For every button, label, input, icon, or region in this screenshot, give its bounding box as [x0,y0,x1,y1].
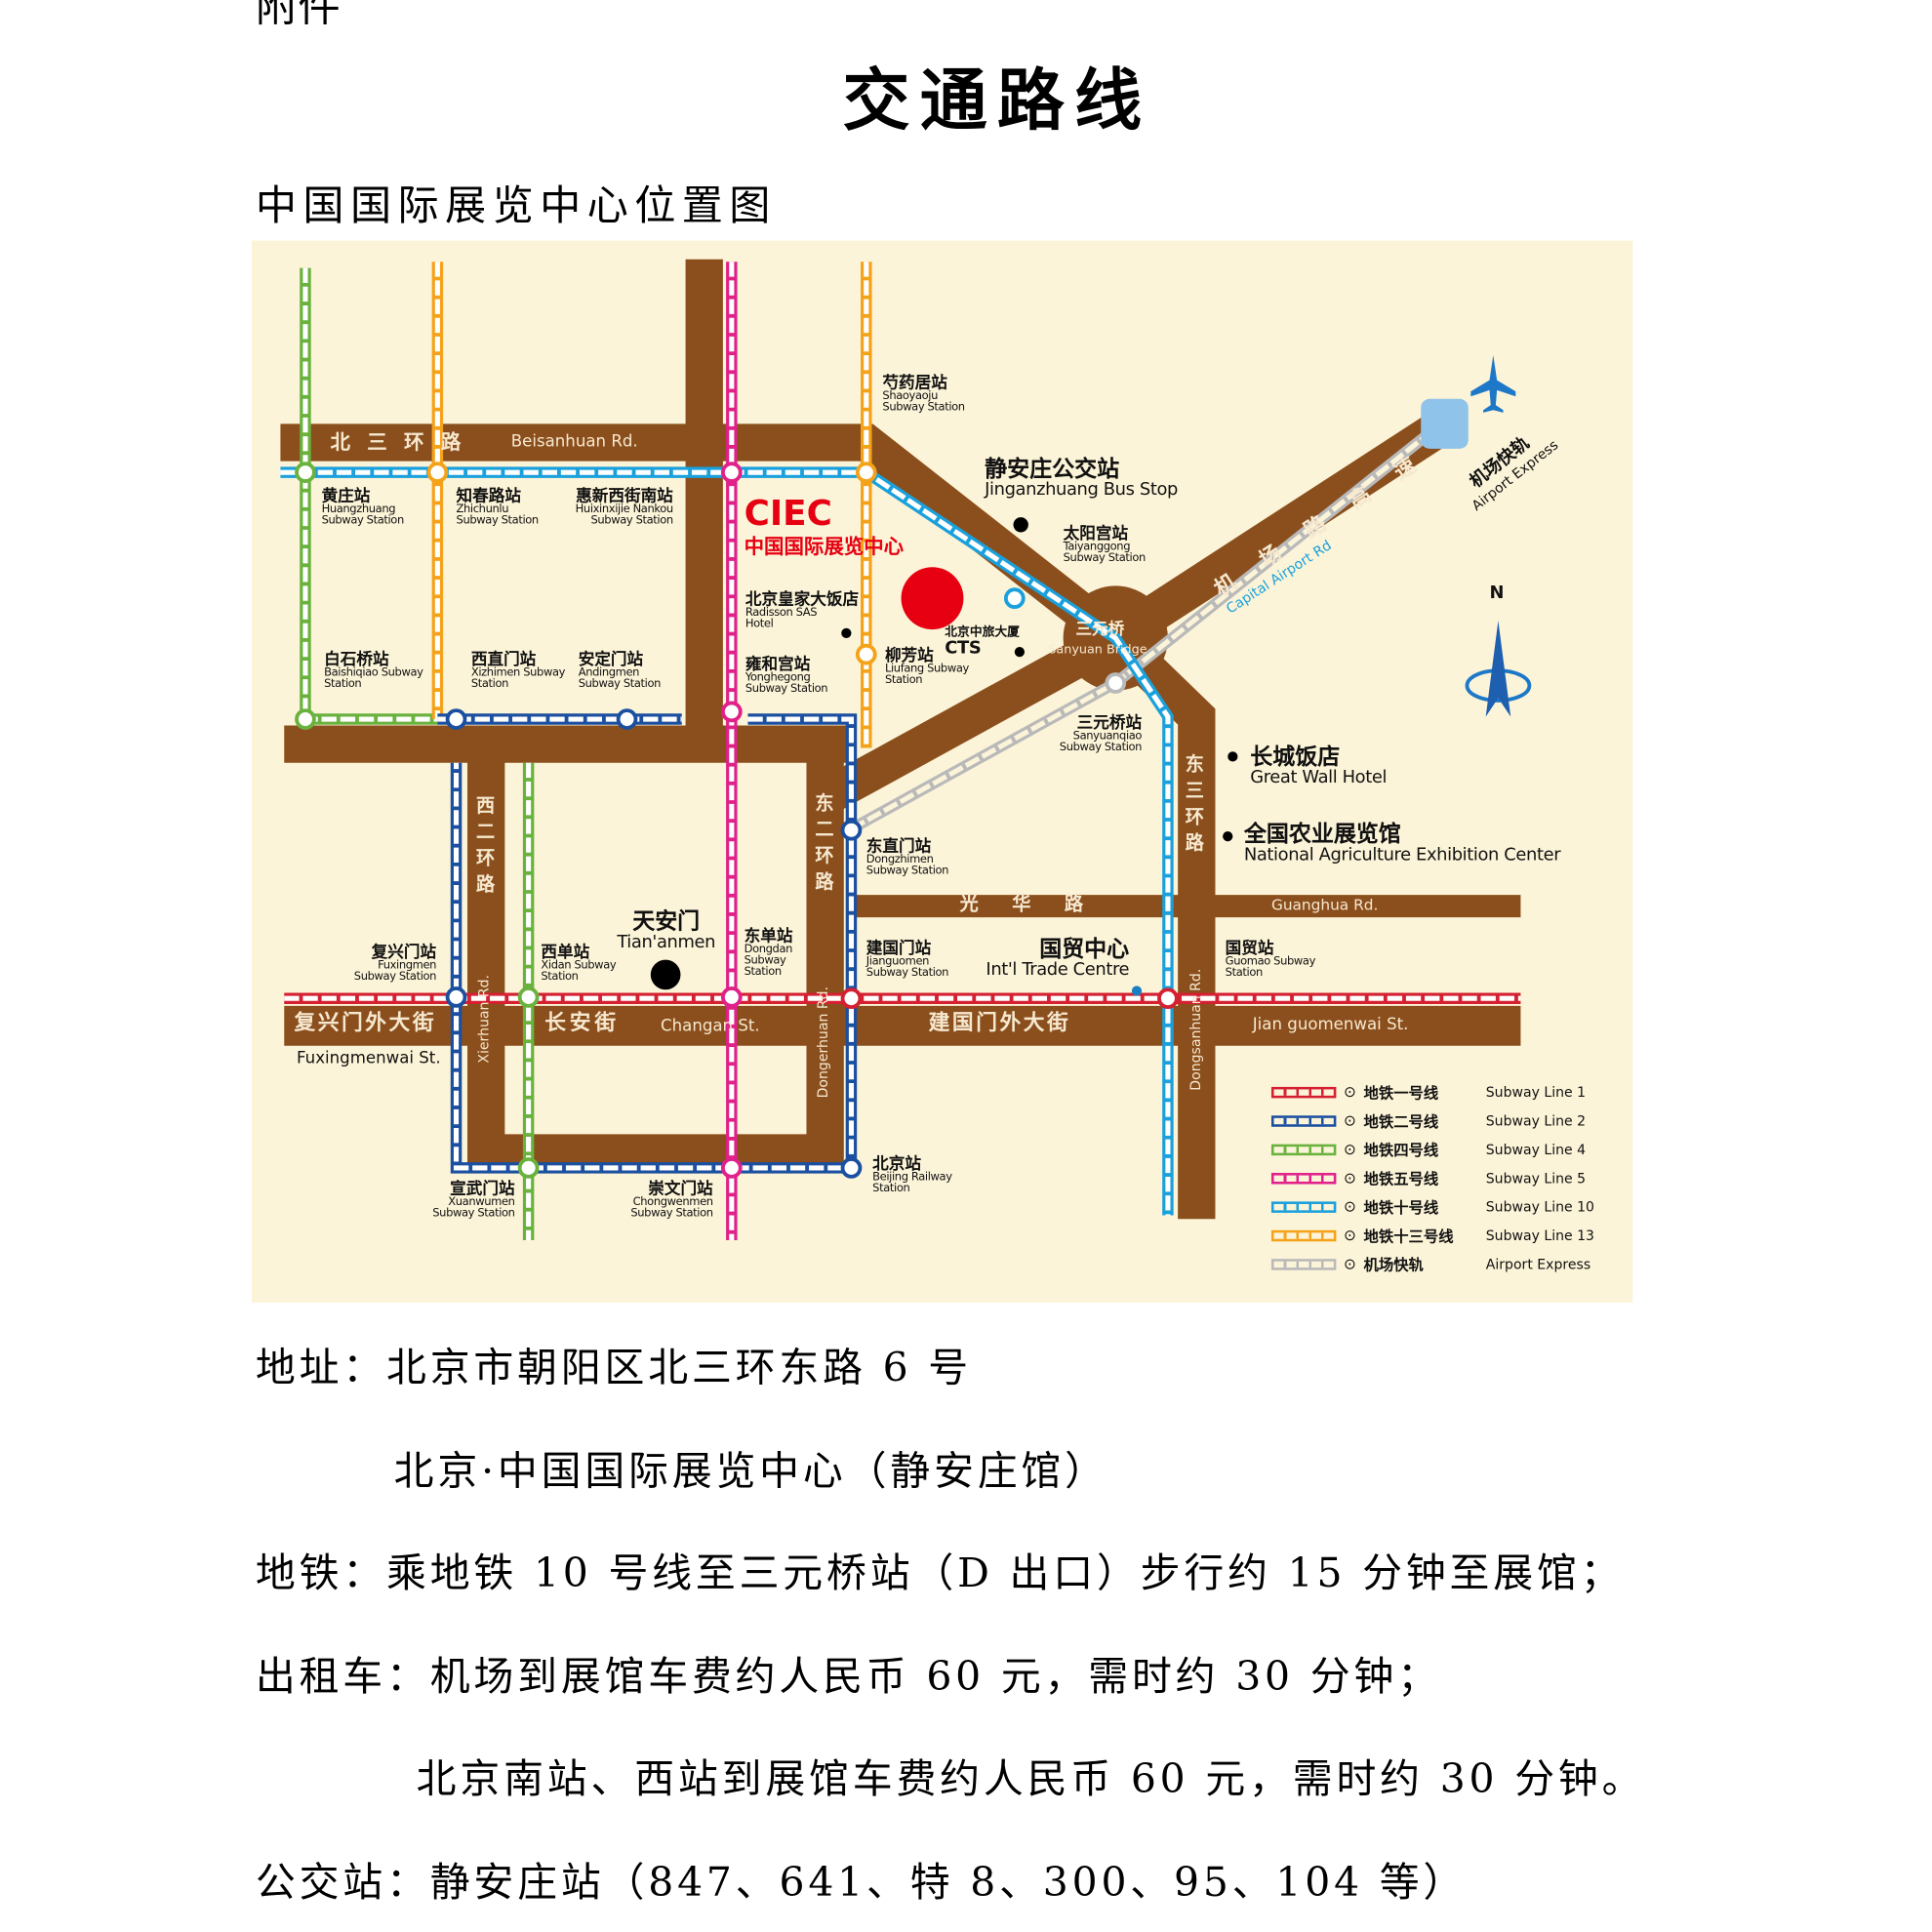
map-caption: 中国国际展览中心位置图 [255,181,777,230]
road-label-guanghua-en: Guanghua Rd. [1270,896,1379,914]
road-label-dongsanhuan-en: Dongsanhuan Rd. [1187,968,1204,1091]
stations [295,462,1179,1179]
airplane-icon [1470,355,1516,413]
road-label-xierhuan-cn: 西二环路 [473,794,497,901]
road-label-dongerhuan-en: Dongerhuan Rd. [815,986,832,1099]
road-label-jianguomenwai-en: Jian guomenwai St. [1252,1016,1409,1035]
north-label: N [1489,583,1505,604]
road-label-beisanhuan-cn: 北 三 环 路 [330,429,466,454]
road-second-ring [467,744,844,1172]
ciec-abbr: CIEC [744,492,832,534]
attachment-label: 附件 [255,0,341,33]
bus-line: 公交站：静安庄站（847、641、特 8、300、95、104 等） [255,1858,1468,1907]
page-title: 交通路线 [842,60,1152,141]
poi-dots [650,517,1238,996]
sanyuan-bridge-label-cn: 三元桥 [1075,621,1125,640]
address-line: 地址：北京市朝阳区北三环东路 6 号 [255,1344,973,1391]
road-label-dongerhuan-cn: 东二环路 [812,792,835,898]
road-label-fuxingmenwai-cn: 复兴门外大街 [294,1010,437,1036]
road-label-jianguomenwai-cn: 建国门外大街 [928,1010,1071,1036]
location-map: 北 三 环 路 Beisanhuan Rd. 机 场 路 高 速 Capital… [252,240,1633,1303]
sanyuan-bridge-label-en: Sanyuan Bridge [1048,643,1147,658]
road-label-changan-cn: 长安街 [544,1010,620,1036]
road-label-beisanhuan-en: Beisanhuan Rd. [510,432,638,452]
road-label-fuxingmenwai-en: Fuxingmenwai St. [297,1049,441,1068]
ciec-name: 中国国际展览中心 [744,535,905,559]
roads [280,259,1521,1220]
taxi-line: 出租车：机场到展馆车费约人民币 60 元，需时约 30 分钟； [255,1652,1441,1701]
road-label-changan-en: Changan St. [661,1017,760,1036]
subway-line: 地铁：乘地铁 10 号线至三元桥站（D 出口）步行约 15 分钟至展馆； [255,1549,1625,1597]
road-label-xierhuan-en: Xierhuan Rd. [475,974,493,1064]
venue-line: 北京·中国国际展览中心（静安庄馆） [393,1447,1108,1495]
ciec-location-marker [901,567,964,630]
airport-marker [1421,398,1469,449]
road-label-dongsanhuan-cn: 东三环路 [1183,753,1206,860]
road-label-guanghua-cn: 光 华 路 [959,892,1091,915]
taxi-line-2: 北京南站、西站到展馆车费约人民币 60 元，需时约 30 分钟。 [416,1754,1646,1803]
map-graphics [280,259,1532,1241]
compass-north-arrow-icon [1465,621,1532,717]
